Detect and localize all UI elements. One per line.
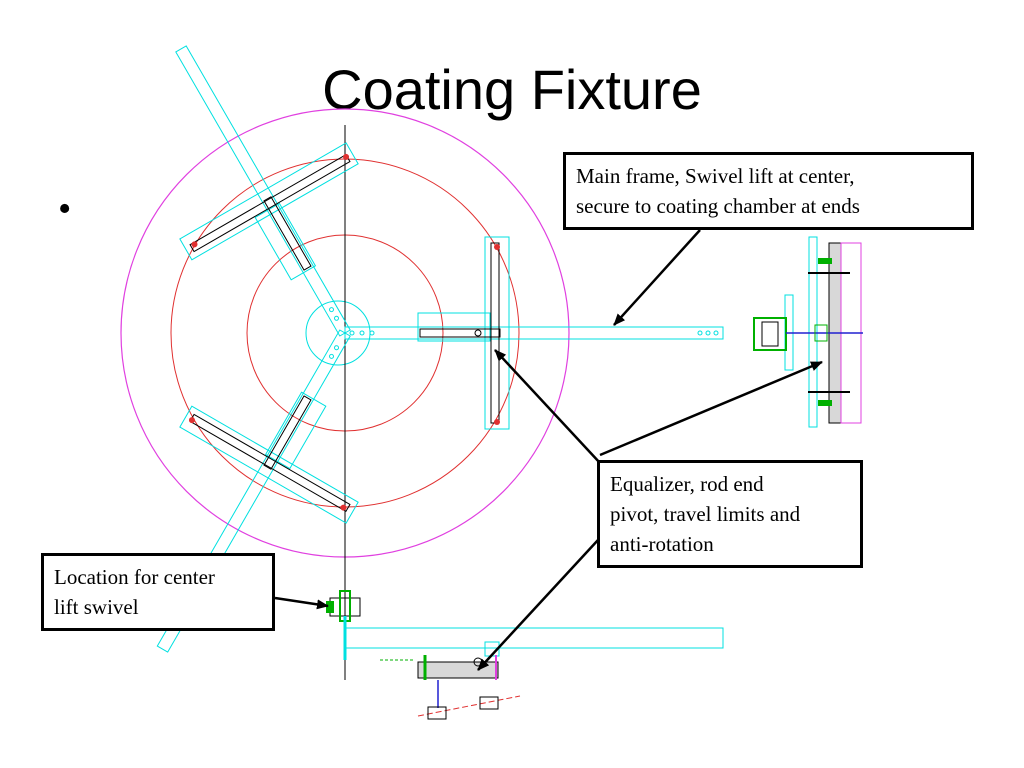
arrow-icon (477, 539, 599, 671)
callout-center-lift: Location for center lift swivel (41, 553, 275, 631)
bullet-point: • (58, 188, 72, 230)
arrow-icon (599, 360, 823, 457)
bottom-view-assembly (344, 627, 724, 720)
callout-equalizer-line1: Equalizer, rod end (610, 472, 764, 496)
arrow-icon (613, 229, 701, 326)
main-frame-arm-right (344, 312, 724, 342)
callout-equalizer-line3: anti-rotation (610, 532, 714, 556)
callout-equalizer-line2: pivot, travel limits and (610, 502, 801, 526)
center-lift-swivel (326, 590, 361, 660)
callout-main-frame-line2: secure to coating chamber at ends (576, 194, 860, 218)
equalizer-right (419, 236, 510, 430)
main-frame-arm-upper-left (175, 45, 359, 337)
callout-main-frame: Main frame, Swivel lift at center, secur… (563, 152, 974, 230)
slide-title: Coating Fixture (322, 58, 702, 121)
side-view-assembly (753, 236, 863, 428)
arrow-icon (274, 596, 329, 610)
main-frame-arm-lower-left (156, 329, 359, 653)
callout-center-lift-line2: lift swivel (54, 595, 139, 619)
callout-equalizer: Equalizer, rod end pivot, travel limits … (597, 460, 863, 568)
arrow-icon (494, 349, 601, 464)
callout-center-lift-line1: Location for center (54, 565, 215, 589)
callout-main-frame-line1: Main frame, Swivel lift at center, (576, 164, 855, 188)
